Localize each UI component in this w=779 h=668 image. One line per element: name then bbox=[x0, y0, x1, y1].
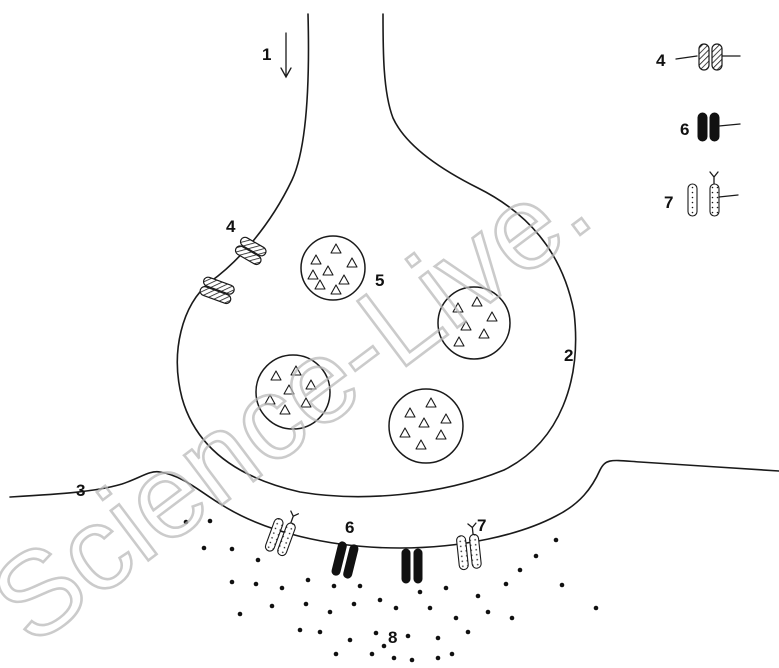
solid-channel-right bbox=[402, 549, 422, 583]
neurotransmitter-dot bbox=[334, 652, 339, 657]
key-solid-channel bbox=[698, 113, 740, 141]
key-receptor-channel bbox=[688, 172, 738, 216]
neurotransmitter-dot bbox=[504, 582, 509, 587]
neurotransmitter-dot bbox=[318, 630, 323, 635]
neurotransmitter-dot bbox=[332, 584, 337, 589]
neurotransmitter-dot bbox=[594, 606, 599, 611]
neurotransmitter-dot bbox=[410, 658, 415, 663]
neurotransmitter-dot bbox=[280, 586, 285, 591]
neurotransmitter-dot bbox=[358, 584, 363, 589]
neurotransmitter-dot bbox=[406, 634, 411, 639]
neurotransmitter-dot bbox=[476, 594, 481, 599]
neurotransmitter-dot bbox=[328, 610, 333, 615]
neurotransmitter-dot bbox=[378, 598, 383, 603]
neurotransmitter-dot bbox=[510, 616, 515, 621]
neurotransmitter-dot bbox=[418, 590, 423, 595]
neurotransmitter-dot bbox=[270, 604, 275, 609]
neurotransmitter-dot bbox=[518, 568, 523, 573]
key-label-6: 6 bbox=[680, 120, 689, 139]
neurotransmitter-dot bbox=[534, 554, 539, 559]
neurotransmitter-dot bbox=[230, 580, 235, 585]
neurotransmitter-dot bbox=[454, 616, 459, 621]
neurotransmitter-dot bbox=[444, 586, 449, 591]
watermark: Science-Live. bbox=[0, 137, 613, 668]
neurotransmitter-dot bbox=[486, 610, 491, 615]
neurotransmitter-dot bbox=[254, 582, 259, 587]
solid-channel-left bbox=[331, 541, 359, 579]
label-1: 1 bbox=[262, 45, 271, 64]
key-hatched-channel bbox=[676, 44, 740, 70]
neurotransmitter-dot bbox=[554, 538, 559, 543]
neurotransmitter-dot bbox=[374, 631, 379, 636]
neurotransmitter-dot bbox=[352, 602, 357, 607]
impulse-direction-arrow bbox=[281, 33, 291, 77]
neurotransmitter-dot bbox=[230, 547, 235, 552]
neurotransmitter-dot bbox=[306, 578, 311, 583]
hatched-channel-lower bbox=[199, 276, 236, 305]
key-label-7: 7 bbox=[664, 193, 673, 212]
neurotransmitter-dot bbox=[256, 558, 261, 563]
neurotransmitter-dot bbox=[450, 652, 455, 657]
neurotransmitter-dot bbox=[428, 606, 433, 611]
neurotransmitter-dot bbox=[394, 606, 399, 611]
neurotransmitter-dot bbox=[560, 583, 565, 588]
label-4: 4 bbox=[226, 217, 236, 236]
hatched-channel-upper bbox=[234, 236, 268, 266]
label-7: 7 bbox=[477, 516, 486, 535]
neurotransmitter-dot bbox=[392, 656, 397, 661]
neurotransmitter-dot bbox=[348, 638, 353, 643]
neurotransmitter-dot bbox=[304, 602, 309, 607]
label-2: 2 bbox=[564, 346, 573, 365]
neurotransmitter-dot bbox=[382, 644, 387, 649]
key-label-4: 4 bbox=[656, 51, 666, 70]
neurotransmitter-dot bbox=[370, 652, 375, 657]
neurotransmitter-dot bbox=[436, 636, 441, 641]
neurotransmitter-dot bbox=[238, 612, 243, 617]
label-8: 8 bbox=[388, 628, 397, 647]
neurotransmitter-dot bbox=[298, 628, 303, 633]
neurotransmitter-dot bbox=[466, 630, 471, 635]
label-6: 6 bbox=[345, 518, 354, 537]
neurotransmitter-dot bbox=[436, 656, 441, 661]
